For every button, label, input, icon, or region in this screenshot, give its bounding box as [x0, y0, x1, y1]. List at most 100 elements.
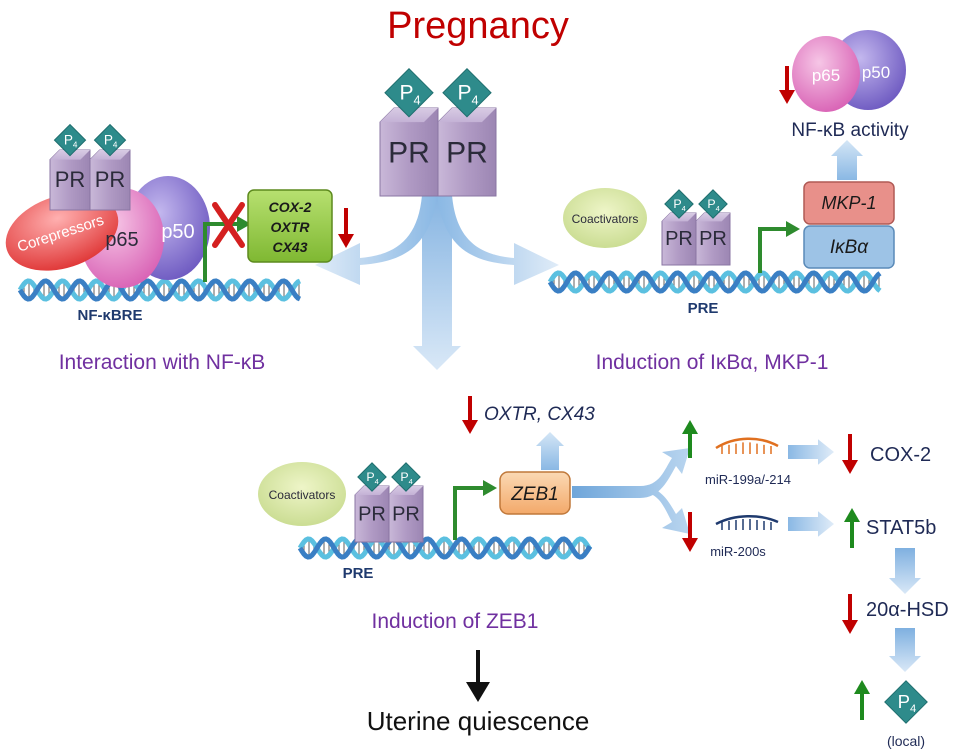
- cox2-label: COX-2: [870, 444, 931, 466]
- down-arrow-hsd-head: [842, 620, 858, 634]
- p4-diamond-shape: [384, 67, 434, 118]
- down-arrow-oxtr: [462, 396, 478, 434]
- p4-subscript: 4: [413, 93, 420, 107]
- down-arrow-nfkb: [779, 66, 795, 104]
- pr-center-p4-left: [384, 67, 434, 118]
- nfkbre-label: NF-κBRE: [77, 307, 142, 324]
- p4-diamond-shape: [884, 680, 928, 724]
- p50-right-label: p50: [862, 63, 890, 82]
- down-arrow-cox2: [842, 434, 858, 474]
- mir200-label: miR-200s: [710, 544, 766, 559]
- pre-bottom-label: PRE: [343, 565, 374, 582]
- gene-zeb1: ZEB1: [510, 484, 559, 505]
- mir200-hairpin: [715, 514, 779, 526]
- dna-strand: [17, 278, 302, 302]
- gene-ikba: IκBα: [830, 237, 869, 258]
- promoter-arrow-bottom-line: [453, 486, 485, 540]
- oxtr-cx43-label: OXTR, CX43: [484, 404, 595, 425]
- arrow-hsd-p4: [889, 628, 921, 672]
- arrow-mir200-stat5b: [788, 511, 834, 537]
- gene-box-ikba: [803, 225, 895, 269]
- pr-label: PR: [388, 137, 430, 170]
- pr-bottom-p4-left: [357, 462, 387, 492]
- pr-label: PR: [392, 504, 420, 526]
- caption-right: Induction of IκBα, MKP-1: [596, 351, 829, 374]
- pr-center-right: [437, 107, 497, 197]
- p4-subscript: 4: [910, 703, 916, 715]
- p4-diamond-shape: [664, 189, 694, 219]
- local-label: (local): [887, 733, 925, 749]
- up-arrow-mir199: [682, 420, 698, 458]
- pre-right-label: PRE: [688, 300, 719, 317]
- pr-left-p4-right: [93, 123, 127, 157]
- up-arrow-p4-local: [854, 680, 870, 720]
- p4-label: P: [399, 81, 413, 104]
- caption-bottom: Induction of ZEB1: [372, 610, 539, 633]
- graphics-layer: [5, 30, 928, 724]
- p4-label: P: [707, 197, 715, 211]
- block-x-line2: [212, 202, 245, 248]
- outcome-arrow-head: [466, 682, 490, 702]
- up-arrow-stat5b: [844, 508, 860, 548]
- pr-right-right: [695, 212, 731, 266]
- pr-right-p4-left: [664, 189, 694, 219]
- down-arrow-mir200-head: [682, 538, 698, 552]
- mir199-label: miR-199a/-214: [705, 472, 791, 487]
- gene-oxtr-left: OXTR: [271, 219, 311, 235]
- p4-diamond-shape: [698, 189, 728, 219]
- dna-strand: [547, 270, 882, 294]
- arrow-zeb1-down-branch: [572, 486, 690, 534]
- p4-subscript: 4: [682, 204, 686, 213]
- arrow-up-nfkb: [831, 140, 863, 180]
- arrow-zeb1-up-branch: [572, 448, 690, 498]
- p4-label: P: [898, 691, 910, 712]
- promoter-arrow-right-line: [758, 227, 788, 273]
- arrow-stat5b-hsd: [889, 548, 921, 594]
- p4-local-diamond: [884, 680, 928, 724]
- p4-label: P: [673, 197, 681, 211]
- pr-label: PR: [699, 228, 727, 250]
- caption-left: Interaction with NF-κB: [59, 351, 266, 374]
- gene-mkp1: MKP-1: [821, 193, 876, 213]
- p4-label: P: [457, 81, 471, 104]
- arrow-branch-right: [437, 195, 559, 285]
- up-arrow-stat5b-head: [844, 508, 860, 522]
- p4-label: P: [366, 470, 374, 484]
- up-arrow-p4-local-head: [854, 680, 870, 694]
- pr-label: PR: [665, 228, 693, 250]
- p65-left-label: p65: [105, 229, 138, 251]
- promoter-arrow-bottom: [453, 480, 497, 540]
- p4-label: P: [400, 470, 408, 484]
- arrow-branch-left: [315, 195, 437, 285]
- p4-diamond-shape: [357, 462, 387, 492]
- pr-label: PR: [55, 167, 86, 192]
- p4-diamond-shape: [442, 67, 492, 118]
- down-arrow-cox2-head: [842, 460, 858, 474]
- corepressors-left: [5, 193, 119, 271]
- p65-right: [792, 36, 860, 112]
- p4-diamond-shape: [53, 123, 87, 157]
- down-arrow-left-genes-head: [338, 234, 354, 248]
- coactivators-right: [563, 188, 647, 248]
- gene-cx43-left: CX43: [272, 239, 307, 255]
- page-title: Pregnancy: [387, 5, 569, 47]
- gene-box-left: [247, 189, 333, 263]
- arrow-up-zeb1: [536, 432, 564, 470]
- gene-box-mkp1: [803, 181, 895, 225]
- dna-right: [547, 270, 882, 294]
- dna-strand: [297, 536, 593, 560]
- arrow-mir199-cox2: [788, 439, 834, 465]
- promoter-arrow-bottom-head: [483, 480, 497, 496]
- p50-left-label: p50: [161, 221, 194, 243]
- p4-subscript: 4: [716, 204, 720, 213]
- pr-label: PR: [358, 504, 386, 526]
- p4-subscript: 4: [471, 93, 478, 107]
- down-arrow-mir200: [682, 512, 698, 552]
- nfkb-activity-label: NF-κB activity: [791, 120, 909, 141]
- hsd-label: 20α-HSD: [866, 599, 949, 621]
- pr-center-p4-right: [442, 67, 492, 118]
- up-arrow-mir199-head: [682, 420, 698, 434]
- p4-diamond-shape: [391, 462, 421, 492]
- mir199-hairpin: [715, 437, 779, 450]
